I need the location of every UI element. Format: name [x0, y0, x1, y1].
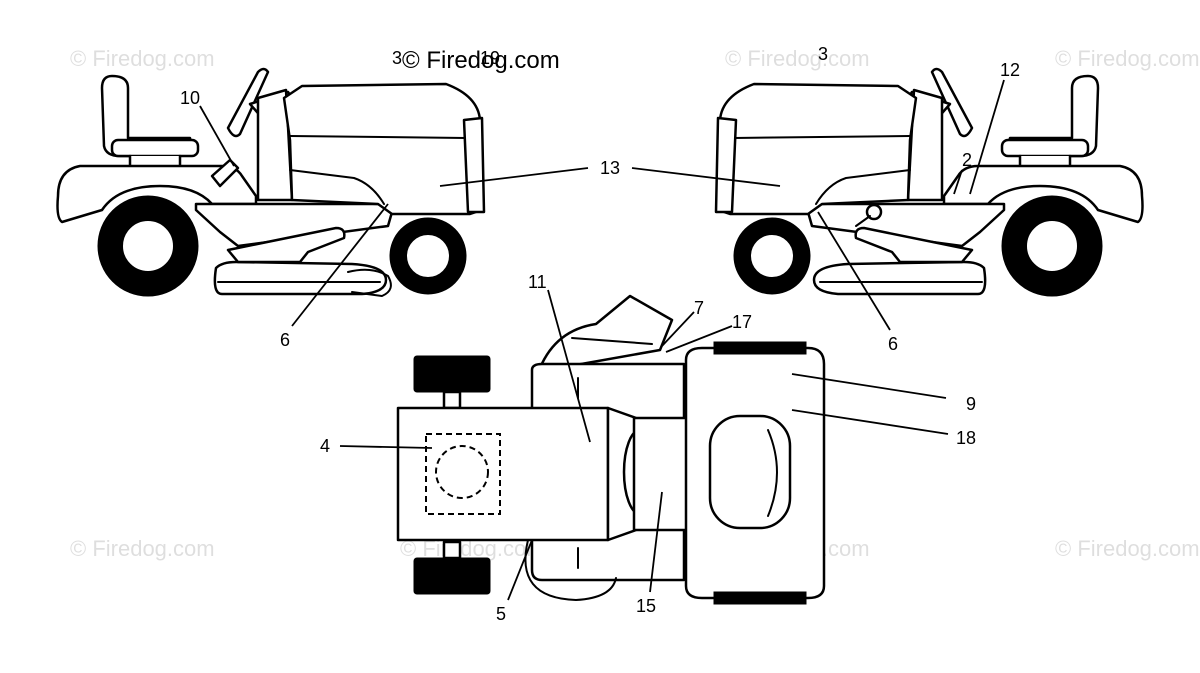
watermark-text: © Firedog.com: [725, 46, 870, 71]
callout-10: 10: [180, 88, 200, 108]
callout-3-left: 3: [392, 48, 402, 68]
callout-9: 9: [966, 394, 976, 414]
callout-2: 2: [962, 150, 972, 170]
tractor-right-side-view: [714, 67, 1144, 297]
leader-lines: [199, 79, 1005, 601]
tractor-left-side-view: [56, 67, 486, 297]
callout-11: 11: [528, 272, 547, 292]
watermark-text: © Firedog.com: [1055, 46, 1200, 71]
watermark-text: © Firedog.com: [1055, 536, 1200, 561]
callout-6-right: 6: [888, 334, 898, 354]
callout-labels: 3 19 10 13 6 3 12 2 6 11 7 17 9 18 4 5 1…: [180, 44, 1020, 624]
callout-5: 5: [496, 604, 506, 624]
watermark-text: © Firedog.com: [70, 46, 215, 71]
callout-18: 18: [956, 428, 976, 448]
watermark-main-text: © Firedog.com: [402, 47, 560, 74]
callout-17: 17: [732, 312, 752, 332]
callout-13: 13: [600, 158, 620, 178]
callout-19: 19: [480, 48, 500, 68]
callout-15: 15: [636, 596, 656, 616]
callout-6-left: 6: [280, 330, 290, 350]
callout-7: 7: [694, 298, 704, 318]
callout-4: 4: [320, 436, 330, 456]
callout-3-right: 3: [818, 44, 828, 64]
callout-12: 12: [1000, 60, 1020, 80]
watermark-text: © Firedog.com: [70, 536, 215, 561]
tractor-top-view: [396, 294, 826, 605]
